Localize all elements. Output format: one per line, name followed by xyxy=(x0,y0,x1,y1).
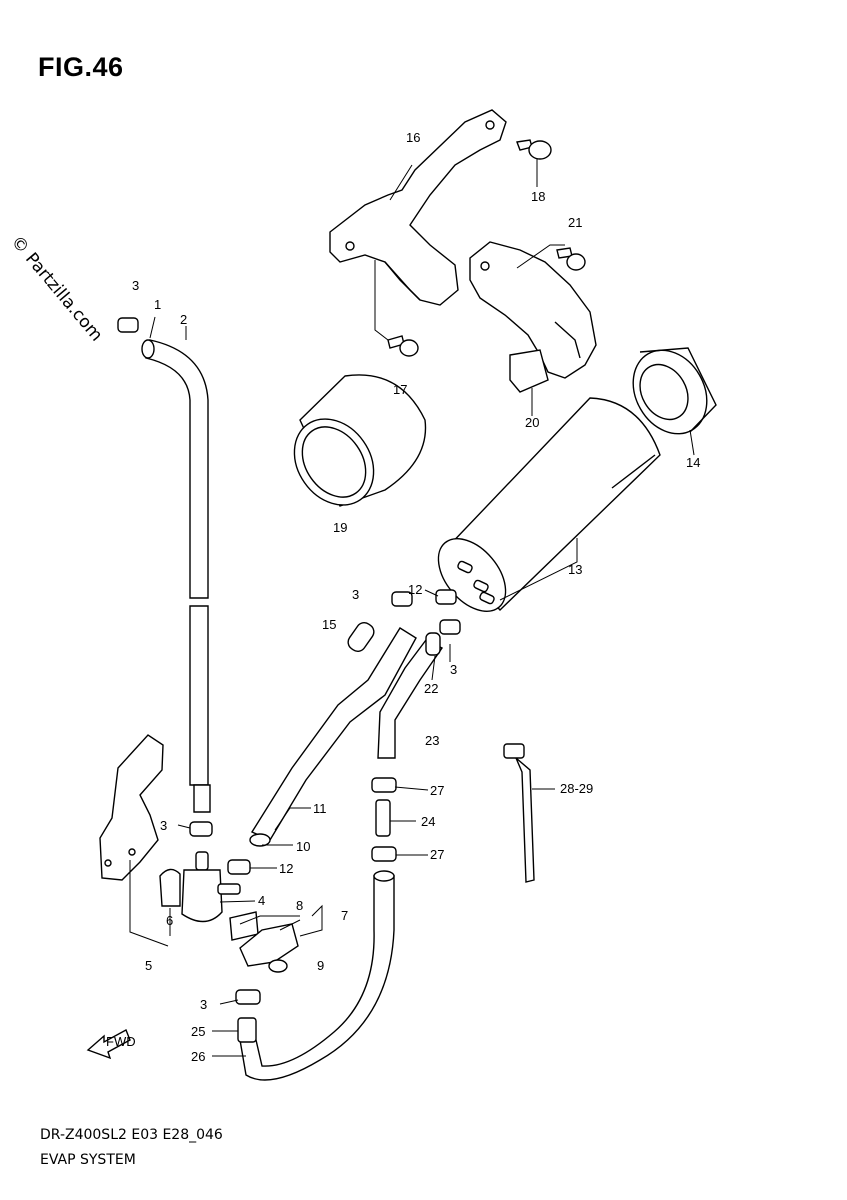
clamp-27b[interactable] xyxy=(371,846,397,862)
diagram-subtitle: EVAP SYSTEM xyxy=(40,1152,136,1168)
svg-text:FWD: FWD xyxy=(106,1034,136,1049)
leader-lines xyxy=(129,158,695,1057)
callout-13: 13 xyxy=(568,562,582,577)
figure-title: FIG.46 xyxy=(38,52,124,82)
callout-24: 24 xyxy=(421,814,435,829)
bracket-20[interactable] xyxy=(469,241,597,393)
clamp-3a[interactable] xyxy=(117,317,139,333)
callout-labels: 16 18 21 3 1 2 17 20 14 19 13 3 12 15 3 … xyxy=(132,130,700,1064)
callout-9: 9 xyxy=(317,958,324,973)
callout-21: 21 xyxy=(568,215,582,230)
callout-2: 2 xyxy=(180,312,187,327)
callout-15: 15 xyxy=(322,617,336,632)
canister-cap-14[interactable] xyxy=(619,337,722,447)
callout-3d: 3 xyxy=(160,818,167,833)
diagram-code: DR-Z400SL2 E03 E28_046 xyxy=(40,1127,223,1143)
callout-5: 5 xyxy=(145,958,152,973)
callout-8: 8 xyxy=(296,898,303,913)
callout-4: 4 xyxy=(258,893,265,908)
callout-3c: 3 xyxy=(450,662,457,677)
hose-22-23[interactable] xyxy=(377,632,444,759)
cap-15[interactable] xyxy=(345,620,377,655)
callout-26: 26 xyxy=(191,1049,205,1064)
bolt-18[interactable] xyxy=(516,139,552,160)
hose-26[interactable] xyxy=(239,870,395,1081)
callout-14: 14 xyxy=(686,455,700,470)
clamp-3e[interactable] xyxy=(235,989,261,1005)
canister-13[interactable] xyxy=(425,397,661,624)
callout-22: 22 xyxy=(424,681,438,696)
callout-27a: 27 xyxy=(430,783,444,798)
callout-20: 20 xyxy=(525,415,539,430)
bolt-21[interactable] xyxy=(556,247,586,271)
hose-2[interactable] xyxy=(141,339,211,813)
bolt-lower[interactable] xyxy=(387,335,419,357)
callout-10: 10 xyxy=(296,839,310,854)
callout-23: 23 xyxy=(425,733,439,748)
hose-11[interactable] xyxy=(249,627,417,847)
callout-27b: 27 xyxy=(430,847,444,862)
connector-25[interactable] xyxy=(237,1017,257,1043)
clamp-12a[interactable] xyxy=(435,589,457,605)
clamp-3b[interactable] xyxy=(391,591,413,607)
clamp-12b[interactable] xyxy=(227,859,251,875)
clip-6[interactable] xyxy=(159,868,181,907)
bracket-16[interactable] xyxy=(329,109,507,306)
callout-28-29: 28-29 xyxy=(560,781,593,796)
callout-18: 18 xyxy=(531,189,545,204)
callout-25: 25 xyxy=(191,1024,205,1039)
connector-24[interactable] xyxy=(375,799,391,837)
callout-1: 1 xyxy=(154,297,161,312)
bolt-9[interactable] xyxy=(268,959,288,973)
clamp-27a[interactable] xyxy=(371,777,397,793)
callout-19: 19 xyxy=(333,520,347,535)
callout-6: 6 xyxy=(166,913,173,928)
callout-3b: 3 xyxy=(352,587,359,602)
tie-strap-28-29[interactable] xyxy=(503,743,535,883)
callout-3a: 3 xyxy=(132,278,139,293)
callout-7: 7 xyxy=(341,908,348,923)
clamp-3d[interactable] xyxy=(189,821,213,837)
callout-17: 17 xyxy=(393,382,407,397)
callout-16: 16 xyxy=(406,130,420,145)
callout-12b: 12 xyxy=(279,861,293,876)
bracket-5[interactable] xyxy=(99,734,164,881)
clamp-8[interactable] xyxy=(229,911,259,941)
callout-3e: 3 xyxy=(200,997,207,1012)
clamp-3c[interactable] xyxy=(439,619,461,635)
callout-12a: 12 xyxy=(408,582,422,597)
callout-11: 11 xyxy=(313,801,327,816)
clamp-bracket-7[interactable] xyxy=(239,923,299,967)
filter-sleeve-17[interactable] xyxy=(278,374,427,520)
valve-4[interactable] xyxy=(181,851,241,923)
fwd-arrow-icon: FWD xyxy=(86,1029,136,1060)
